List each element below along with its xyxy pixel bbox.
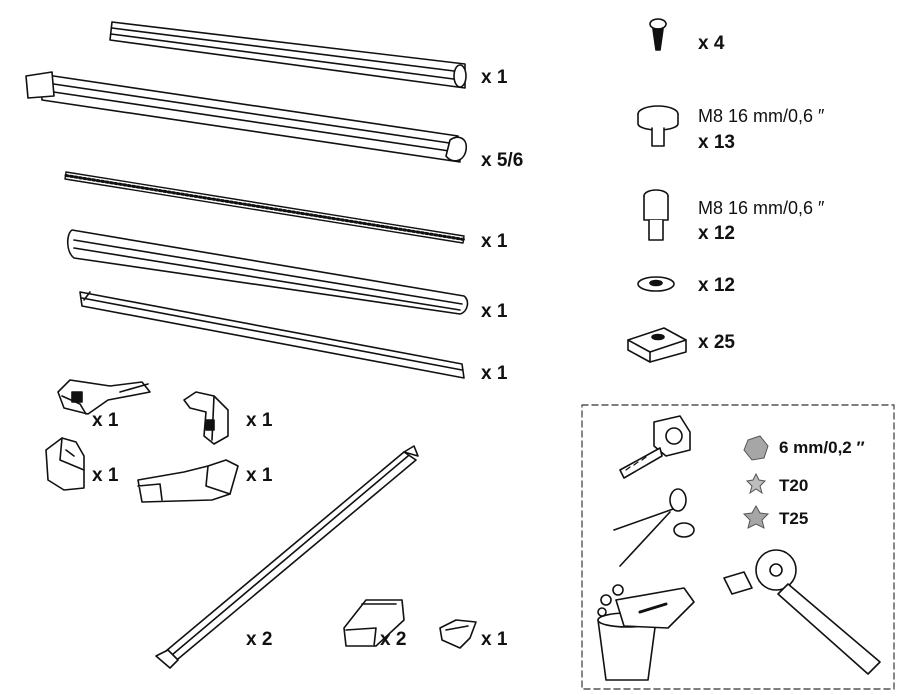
qty-washer: x 12 bbox=[698, 275, 735, 296]
qty-screw: x 4 bbox=[698, 33, 725, 54]
qty-diagonal-rail: x 2 bbox=[246, 629, 273, 650]
tool-hex-key-label: 6 mm/0,2 ″ bbox=[779, 438, 865, 457]
wedge-bracket-icon bbox=[343, 599, 405, 647]
corner-bracket-b-icon bbox=[183, 391, 229, 445]
qty-wedge-clip: x 1 bbox=[481, 629, 508, 650]
corner-cap-b-icon bbox=[137, 459, 239, 503]
rail-long-icon bbox=[25, 71, 468, 163]
chain-strip-icon bbox=[64, 171, 466, 244]
tool-torx-t20-label: T20 bbox=[779, 476, 809, 495]
tools-box bbox=[581, 404, 895, 690]
tape-measure-icon bbox=[619, 415, 691, 479]
rail-profile-icon bbox=[79, 291, 465, 379]
tool-torx-t25-label: T25 bbox=[779, 509, 809, 528]
hex-key-icon bbox=[743, 435, 769, 461]
screw-icon bbox=[649, 18, 667, 51]
qty-rail-cover: x 1 bbox=[481, 301, 508, 322]
qty-wedge-bracket: x 2 bbox=[380, 629, 407, 650]
qty-corner-cap-a: x 1 bbox=[92, 465, 119, 486]
washer-icon bbox=[637, 276, 675, 292]
torx-t20-icon bbox=[745, 472, 767, 495]
scissors-icon bbox=[613, 488, 695, 567]
qty-square-nut: x 25 bbox=[698, 332, 735, 353]
diagonal-rail-icon bbox=[155, 445, 419, 669]
socket-head-bolt-icon bbox=[643, 189, 669, 241]
qty-corner-bracket-b: x 1 bbox=[246, 410, 273, 431]
rail-top-icon bbox=[109, 21, 467, 89]
corner-cap-a-icon bbox=[45, 437, 85, 491]
bucket-sponge-icon bbox=[597, 584, 695, 681]
flat-head-bolt-icon bbox=[637, 105, 679, 147]
qty-chain-strip: x 1 bbox=[481, 231, 508, 252]
qty-flat-head-bolt: x 13 bbox=[698, 132, 735, 153]
qty-corner-bracket-a: x 1 bbox=[92, 410, 119, 431]
qty-socket-head-bolt: x 12 bbox=[698, 223, 735, 244]
ratchet-icon bbox=[723, 549, 881, 675]
wedge-clip-icon bbox=[439, 619, 477, 649]
torx-t25-icon bbox=[742, 504, 770, 529]
qty-rail-long: x 5/6 bbox=[481, 150, 524, 171]
square-nut-icon bbox=[627, 327, 687, 363]
rail-cover-icon bbox=[66, 229, 469, 315]
spec-flat-head-bolt: M8 16 mm/0,6 ″ bbox=[698, 106, 825, 126]
qty-rail-top: x 1 bbox=[481, 67, 508, 88]
qty-corner-cap-b: x 1 bbox=[246, 465, 273, 486]
spec-socket-head-bolt: M8 16 mm/0,6 ″ bbox=[698, 198, 825, 218]
qty-rail-profile: x 1 bbox=[481, 363, 508, 384]
corner-bracket-a-icon bbox=[57, 379, 151, 415]
